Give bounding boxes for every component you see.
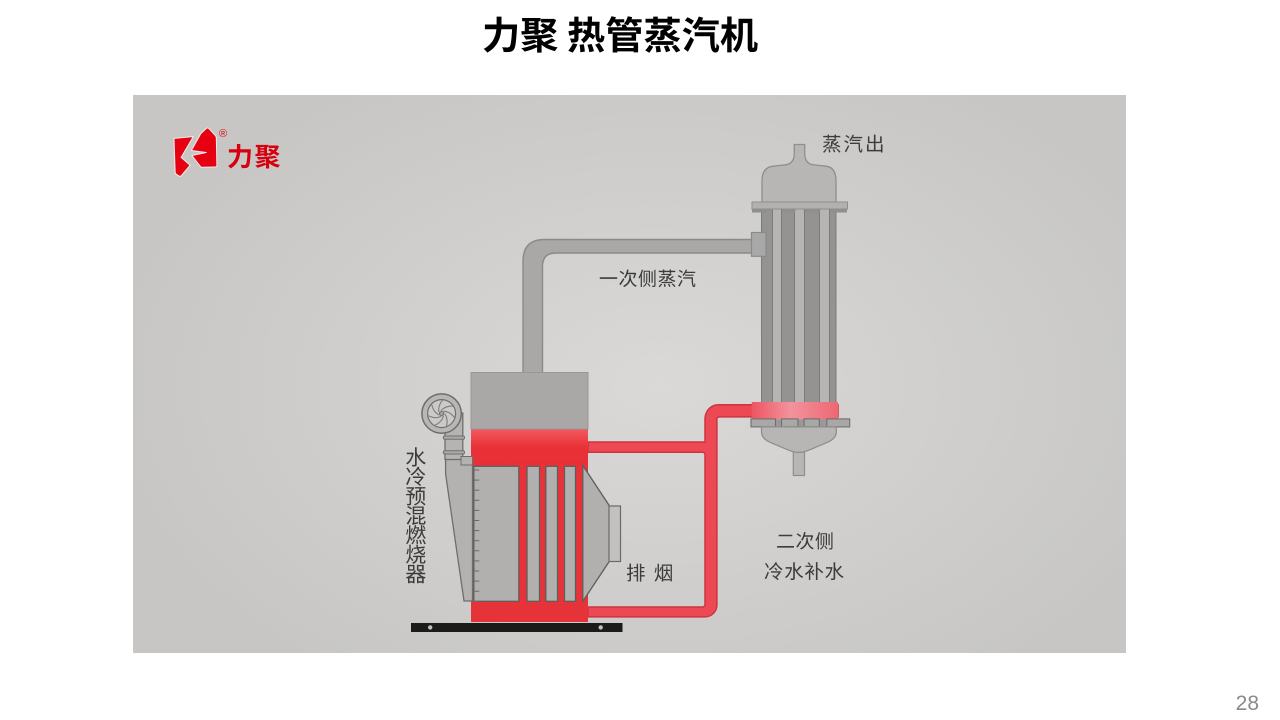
svg-text:®: ®	[219, 128, 227, 140]
